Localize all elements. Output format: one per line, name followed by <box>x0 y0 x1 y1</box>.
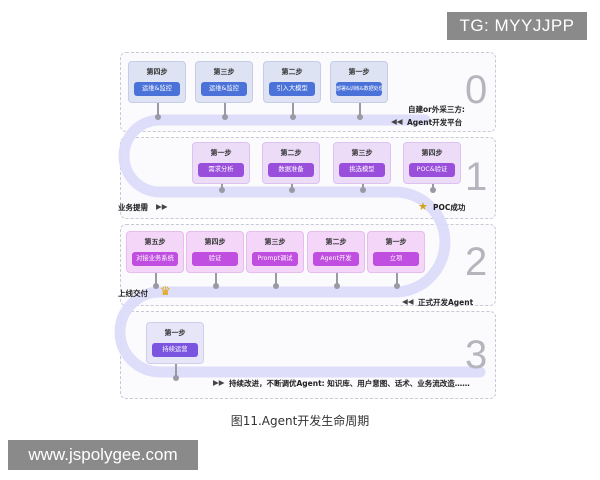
arrow-right-icon: ▶▶ <box>156 202 168 211</box>
stage-2-pin-5 <box>394 273 400 289</box>
stage-2-step-1: 第一步 立项 <box>367 231 425 273</box>
step-label: 运维&监控 <box>134 82 180 96</box>
step-label: Agent开发 <box>313 252 359 266</box>
stage-2-pin-1 <box>153 273 159 289</box>
stage-1-pin-4 <box>430 184 436 193</box>
arrow-left-icon: ◀◀ <box>391 117 403 126</box>
step-title: 第三步 <box>213 68 235 76</box>
step-label: 持续运营 <box>152 343 198 357</box>
stage-2-end-label: 上线交付 <box>118 289 148 298</box>
step-label: 对接业务系统 <box>132 252 178 266</box>
step-label: POC&验证 <box>409 163 455 177</box>
step-label: Prompt调试 <box>252 252 298 266</box>
stage-2-step-3: 第三步 Prompt调试 <box>246 231 304 273</box>
stage-1-step-1: 第一步 需求分析 <box>192 142 250 184</box>
step-title: 第五步 <box>144 238 166 246</box>
stage-2-pin-4 <box>334 273 340 289</box>
step-title: 第四步 <box>146 68 168 76</box>
stage-0-step-4: 第四步 运维&监控 <box>128 61 186 103</box>
tg-watermark: TG: MYYJJPP <box>447 12 587 40</box>
step-title: 第一步 <box>210 149 232 157</box>
site-watermark: www.jspolygee.com <box>8 440 198 470</box>
stage-0-pin-3 <box>290 103 296 120</box>
step-title: 第二步 <box>325 238 347 246</box>
stage-0-step-3: 第三步 运维&监控 <box>195 61 253 103</box>
stage-2-step-4: 第四步 验证 <box>186 231 244 273</box>
stage-1-end-label: POC成功 <box>433 203 466 212</box>
step-title: 第一步 <box>164 329 186 337</box>
stage-1-pin-2 <box>289 184 295 193</box>
stage-0-note-line2: Agent开发平台 <box>407 118 463 127</box>
step-title: 第一步 <box>348 68 370 76</box>
arrow-left-icon: ◀◀ <box>402 297 414 306</box>
step-label: 立项 <box>373 252 419 266</box>
step-title: 第四步 <box>421 149 443 157</box>
trophy-icon: ♛ <box>160 284 171 298</box>
stage-1-step-4: 第四步 POC&验证 <box>403 142 461 184</box>
stage-2-number: 2 <box>465 240 488 284</box>
stage-0-pin-2 <box>222 103 228 120</box>
stage-2-pin-3 <box>273 273 279 289</box>
step-label: 挑选模型 <box>339 163 385 177</box>
step-label: 运维&监控 <box>201 82 247 96</box>
stage-0-pin-1 <box>155 103 161 120</box>
stage-1-step-3: 第三步 挑选模型 <box>333 142 391 184</box>
stage-0-step-2: 第二步 引入大模型 <box>263 61 321 103</box>
step-label: 需求分析 <box>198 163 244 177</box>
stage-3-step-1: 第一步 持续运营 <box>146 322 204 364</box>
stage-2-step-2: 第二步 Agent开发 <box>307 231 365 273</box>
stage-0-pin-4 <box>357 103 363 120</box>
step-title: 第四步 <box>204 238 226 246</box>
step-title: 第一步 <box>385 238 407 246</box>
step-label: 数据准备 <box>268 163 314 177</box>
stage-1-pin-1 <box>219 184 225 193</box>
step-label: 部署&训练&数据处理计划 <box>336 82 382 96</box>
stage-2-step-5: 第五步 对接业务系统 <box>126 231 184 273</box>
step-title: 第三步 <box>351 149 373 157</box>
stage-1-step-2: 第二步 数据准备 <box>262 142 320 184</box>
stage-0-note-line1: 自建or外采三方: <box>408 105 465 114</box>
step-label: 验证 <box>192 252 238 266</box>
step-title: 第二步 <box>281 68 303 76</box>
figure-caption: 图11.Agent开发生命周期 <box>230 414 370 428</box>
step-label: 引入大模型 <box>269 82 315 96</box>
step-title: 第二步 <box>280 149 302 157</box>
step-title: 第三步 <box>264 238 286 246</box>
stage-1-start-label: 业务提需 <box>118 203 148 212</box>
stage-2-start-label: 正式开发Agent <box>418 298 474 307</box>
stage-2-pin-2 <box>213 273 219 289</box>
stage-1-pin-3 <box>360 184 366 193</box>
medal-icon: ★ <box>418 200 428 213</box>
stage-3-note: 持续改进，不断调优Agent: 知识库、用户意图、话术、业务流改造…… <box>229 379 470 388</box>
stage-1-number: 1 <box>465 155 488 199</box>
arrow-right-icon: ▶▶ <box>213 378 225 387</box>
stage-3-number: 3 <box>465 333 488 377</box>
stage-0-step-1: 第一步 部署&训练&数据处理计划 <box>330 61 388 103</box>
stage-0-number: 0 <box>465 68 488 112</box>
stage-3-pin-1 <box>173 364 179 381</box>
